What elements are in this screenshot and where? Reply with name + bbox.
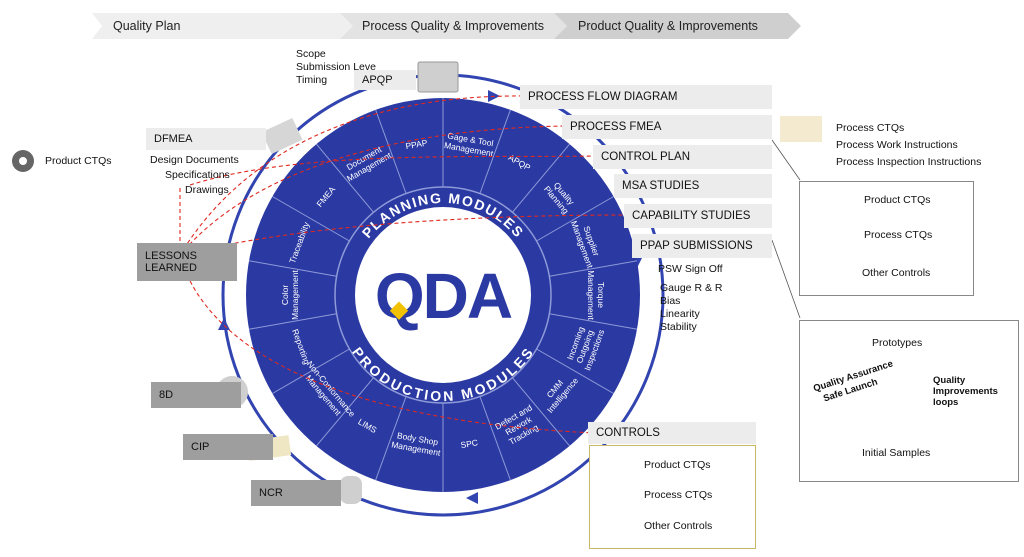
controls-other-controls: Other Controls (644, 520, 713, 532)
qda-logo: QDA (375, 260, 512, 332)
deliverable-control-plan: CONTROL PLAN (593, 145, 772, 169)
launch-panel (799, 320, 1019, 482)
wheel-segment-label[interactable]: SPC (460, 438, 479, 451)
wheel-spoke (549, 260, 638, 277)
ppap-detail-4: Linearity (660, 308, 700, 320)
wheel-spoke (375, 396, 407, 481)
dfmea-box: DFMEA (146, 128, 266, 150)
controls-header: CONTROLS (588, 422, 756, 444)
process-ctqs-item-2: Process Work Instructions (836, 139, 958, 151)
lessons-learned-line-1: LESSONS (145, 250, 197, 262)
cycle-arrow-bottom (466, 492, 478, 504)
deliverable-process-flow: PROCESS FLOW DIAGRAM (520, 85, 772, 109)
wheel-center (355, 207, 531, 383)
dfmea-item-3: Drawings (185, 184, 229, 196)
cycle-arrow-left (218, 318, 230, 330)
ppap-detail-1: PSW Sign Off (658, 263, 723, 275)
apqp-box: APQP (354, 70, 416, 90)
legend-process-ctqs: Process CTQs (864, 229, 933, 241)
ppap-detail-5: Stability (660, 321, 697, 333)
document-icon (261, 117, 303, 155)
phase-label-3: Product Quality & Improvements (578, 19, 758, 33)
phase-label-1: Quality Plan (113, 19, 181, 33)
initial-samples-label: Initial Samples (862, 447, 931, 459)
cip-box: CIP (183, 434, 273, 460)
connector-launch (771, 239, 801, 319)
dfmea-item-2: Specifications (165, 169, 230, 181)
phase-label-2: Process Quality & Improvements (362, 19, 545, 33)
improvement-line-2: Improvements (933, 386, 998, 397)
wheel-segment-label[interactable]: TorqueManagement (586, 270, 606, 320)
dfmea-item-1: Design Documents (150, 154, 239, 166)
wheel-spoke (315, 143, 374, 213)
arrow-to-process-flow (179, 95, 523, 256)
deliverable-ppap: PPAP SUBMISSIONS (632, 234, 772, 258)
arrow-to-control-plan (189, 155, 599, 186)
apqp-scope-3: Timing (296, 74, 328, 86)
ncr-icon (340, 476, 362, 504)
wheel-spoke (375, 109, 407, 194)
legend-panel (799, 181, 974, 296)
legend-other-controls: Other Controls (862, 267, 931, 279)
wheel-spoke (549, 313, 638, 330)
phase-chevron-1 (92, 13, 357, 39)
phase-chevrons (92, 13, 801, 39)
connector-legend (771, 139, 801, 181)
wheel-spoke (479, 396, 511, 481)
apqp-scope-1: Scope (296, 48, 326, 60)
wheel-segment-label[interactable]: ColorManagement (280, 270, 300, 320)
arrow-to-controls (179, 254, 597, 434)
product-ctqs-label: Product CTQs (45, 155, 112, 167)
wheel-spoke (512, 143, 571, 213)
controls-product-ctqs: Product CTQs (644, 459, 711, 471)
wheel-spoke (536, 196, 614, 242)
lessons-learned-box: LESSONS LEARNED (137, 243, 237, 281)
process-ctqs-item-1: Process CTQs (836, 122, 905, 134)
process-ctqs-icon (780, 116, 822, 142)
process-ctqs-item-3: Process Inspection Instructions (836, 156, 982, 168)
controls-process-ctqs: Process CTQs (644, 489, 713, 501)
wheel-spoke (512, 377, 571, 447)
logo-accent (389, 301, 409, 320)
improvement-line-1: Quality (933, 375, 966, 386)
ppap-detail-3: Bias (660, 295, 681, 307)
deliverable-msa: MSA STUDIES (614, 174, 772, 198)
prototypes-label: Prototypes (872, 337, 923, 349)
improvement-line-3: loops (933, 397, 959, 408)
wheel-spoke (536, 348, 614, 394)
legend-product-ctqs: Product CTQs (864, 194, 931, 206)
8d-box: 8D (151, 382, 241, 408)
controls-panel (589, 445, 756, 549)
deliverable-pfmea: PROCESS FMEA (562, 115, 772, 139)
wheel-spoke (248, 313, 337, 330)
wheel-spoke (248, 260, 337, 277)
phase-chevron-2 (340, 13, 567, 39)
arrow-to-pfmea (179, 125, 567, 256)
gear-icon (12, 150, 34, 172)
lessons-learned-line-2: LEARNED (145, 262, 197, 274)
wheel-spoke (272, 348, 350, 394)
phase-chevron-3 (554, 13, 801, 39)
wheel-spoke (479, 109, 511, 194)
ppap-detail-2: Gauge R & R (660, 282, 723, 294)
wheel-spoke (315, 377, 374, 447)
ncr-box: NCR (251, 480, 341, 506)
calendar-icon (417, 61, 459, 93)
wheel-spoke (272, 196, 350, 242)
deliverable-capability: CAPABILITY STUDIES (624, 204, 772, 228)
